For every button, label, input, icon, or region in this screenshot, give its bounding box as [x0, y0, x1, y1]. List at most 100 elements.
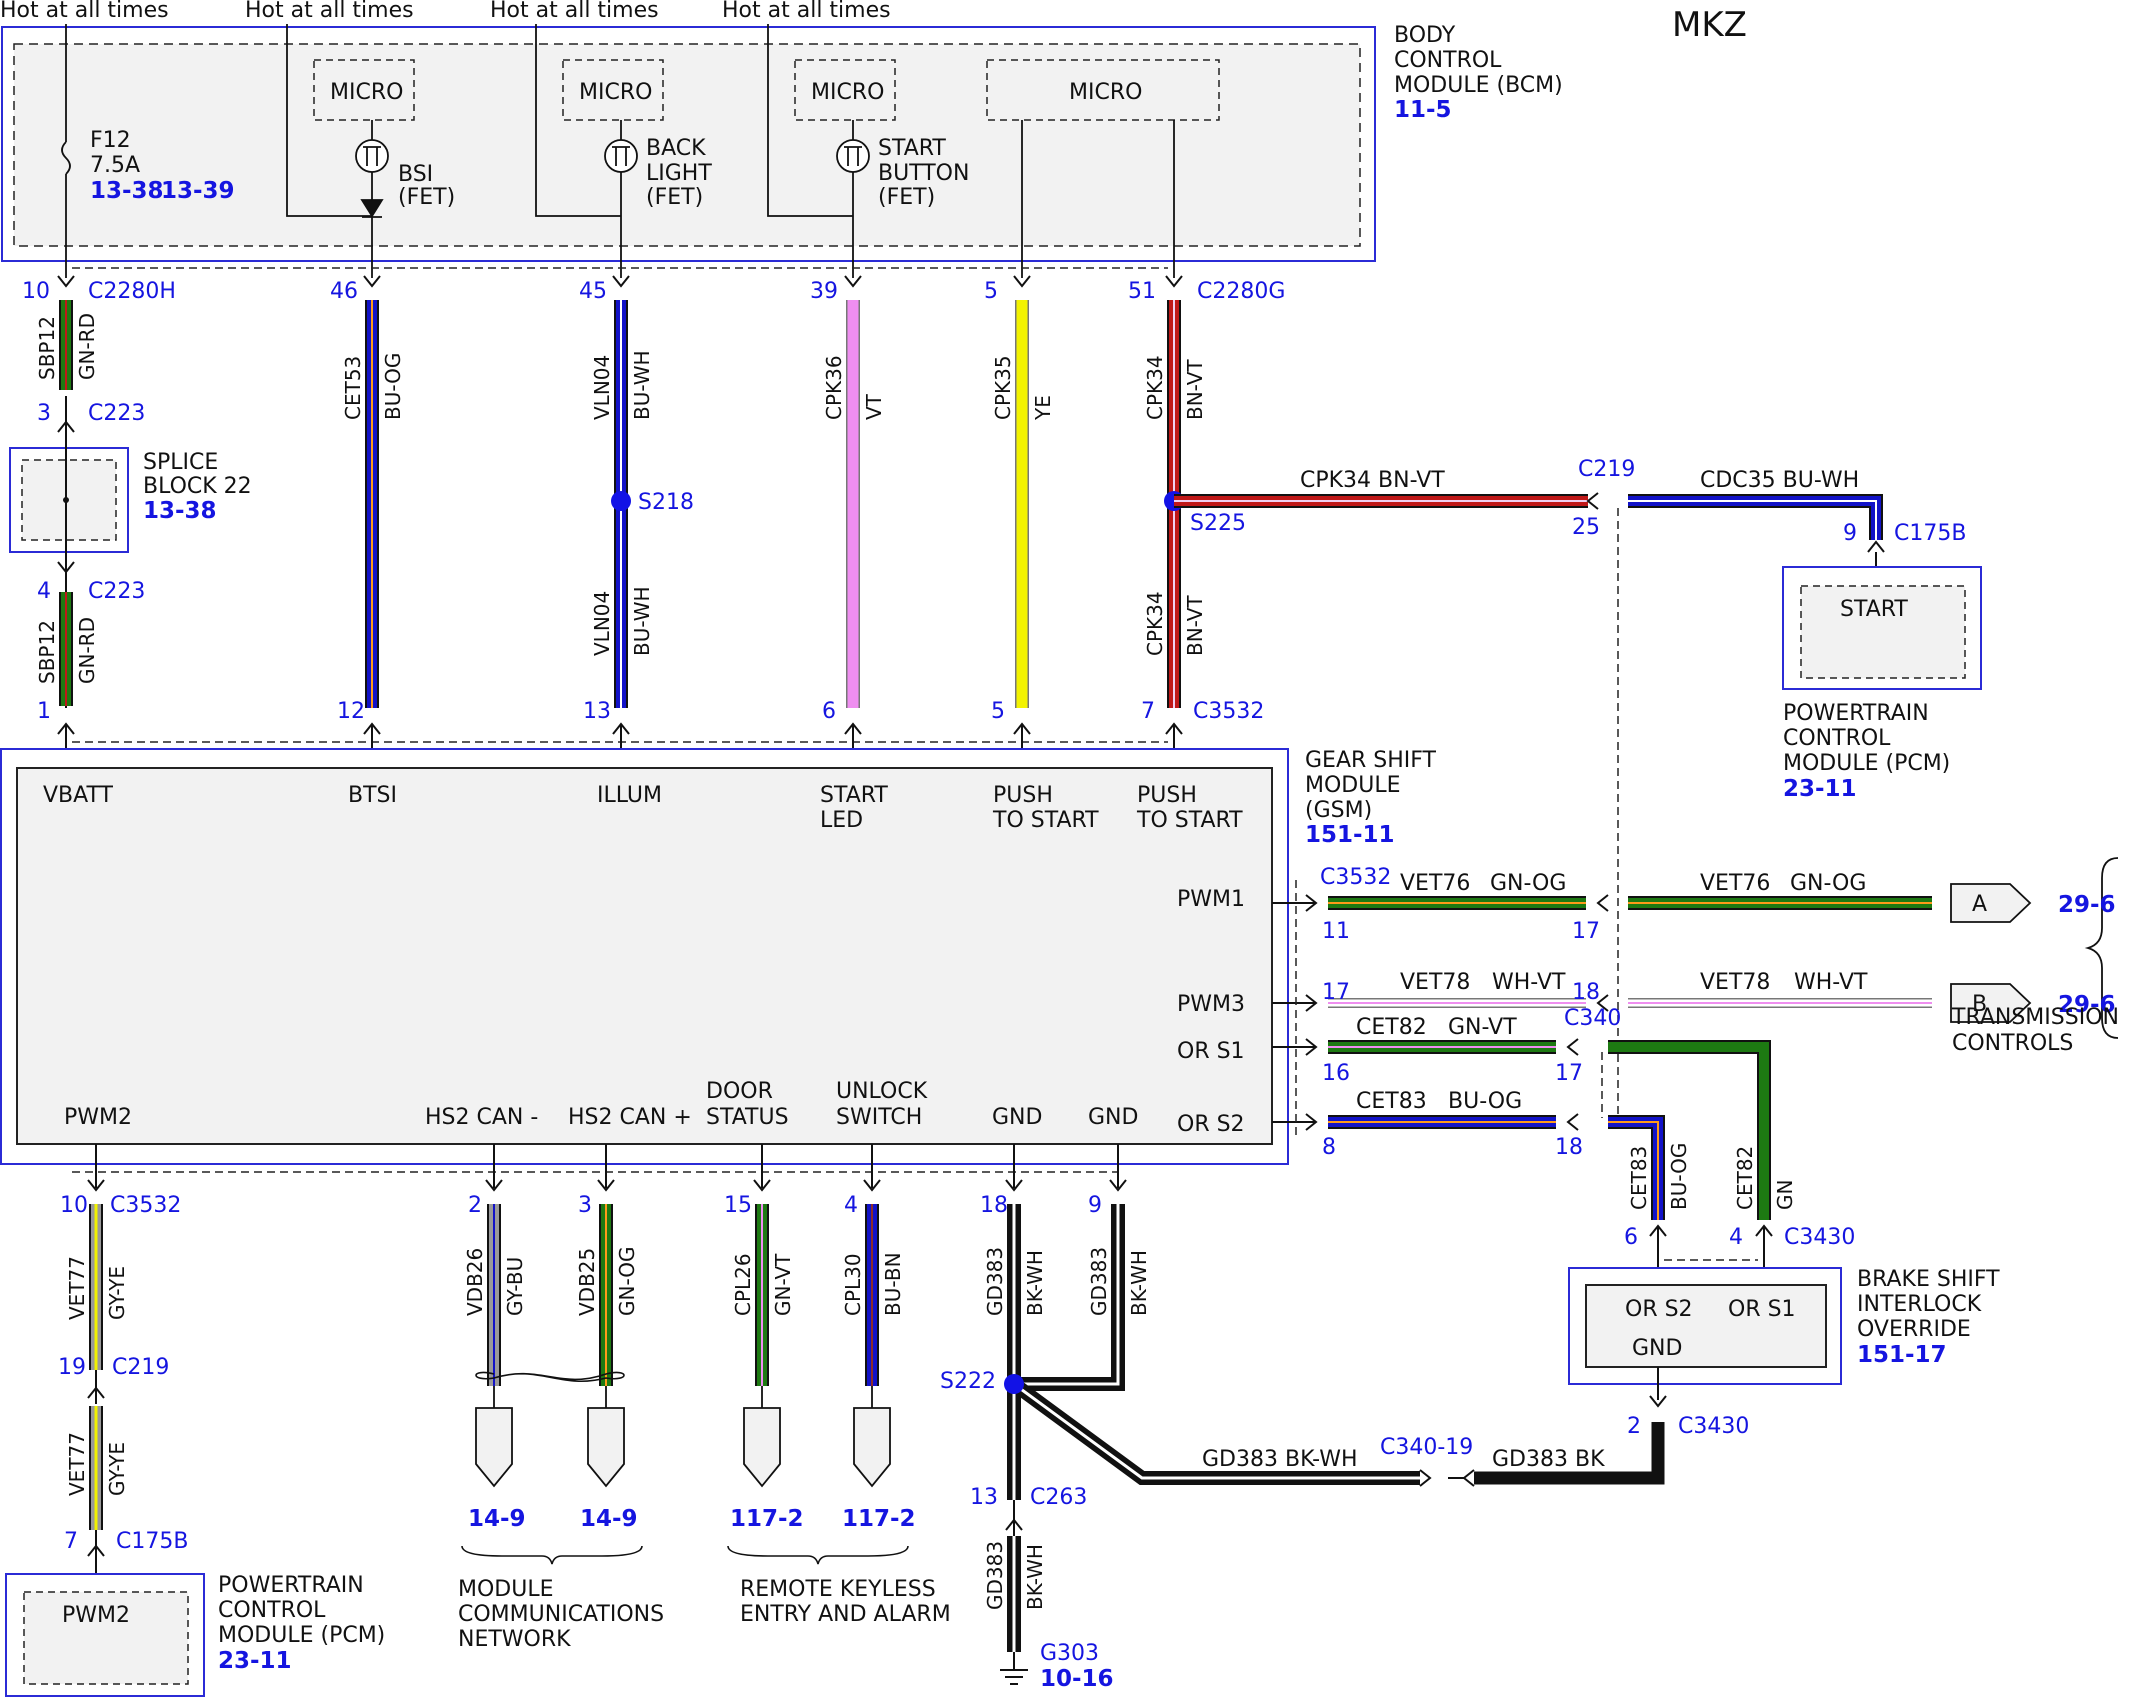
wire-label: VDB26 — [463, 1248, 487, 1316]
wire-label: GD383 — [1087, 1247, 1111, 1316]
wire-label: BU-OG — [381, 353, 405, 420]
bcm-pin-4: 39 — [810, 279, 838, 304]
c223-top: C223 — [88, 401, 145, 426]
wire-label: CET53 — [341, 356, 365, 420]
bcm-pin-1: 10 — [22, 279, 50, 304]
wire-label: GD383 — [983, 1541, 1007, 1610]
wire-label: CET83 — [1627, 1146, 1651, 1210]
ground-symbol — [1000, 1652, 1028, 1685]
wire-label: BU-WH — [630, 350, 654, 420]
splice-s222-label: S222 — [940, 1369, 996, 1394]
bsio-gnd-pin: 2 — [1627, 1414, 1641, 1439]
r-wire-2-color: WH-VT — [1492, 970, 1566, 995]
wire-label: GN — [1773, 1180, 1797, 1210]
pcm-top-name-1: POWERTRAIN — [1783, 701, 1929, 726]
bottom-chevrons — [87, 1144, 1127, 1192]
bottom-pin-9: 9 — [1088, 1193, 1102, 1218]
transmission-connectors — [1950, 857, 2119, 1039]
wire-label: VDB25 — [575, 1248, 599, 1316]
splice-s222 — [1004, 1374, 1024, 1394]
ref-117-2-b: 117-2 — [842, 1506, 916, 1532]
c219-label: C219 — [112, 1355, 169, 1380]
c219-pin: 25 — [1572, 515, 1600, 540]
ground-ref: 10-16 — [1040, 1666, 1114, 1692]
r-pin-18b: 18 — [1555, 1135, 1583, 1160]
bottom-conn: C3532 — [110, 1193, 181, 1218]
c223-pin-bottom: 4 — [37, 579, 51, 604]
wire-label: VT — [862, 393, 886, 420]
pcm-start-pin: 9 — [1843, 521, 1857, 546]
wire-label: BN-VT — [1183, 595, 1207, 656]
wire-label: GN-VT — [771, 1253, 795, 1316]
c223-bottom: C223 — [88, 579, 145, 604]
trans-ref-b: 29-6 — [2058, 992, 2116, 1018]
bcm-ref: 11-5 — [1394, 97, 1452, 123]
bsio-name-3: OVERRIDE — [1857, 1317, 1971, 1342]
network-connectors — [475, 1386, 891, 1488]
start-wire-2: CDC35 BU-WH — [1700, 468, 1859, 493]
gsm-top-pin-6: 7 — [1141, 699, 1155, 724]
diagram-title: MKZ — [1672, 5, 1747, 45]
wire-label: BK-WH — [1023, 1250, 1047, 1316]
gsm-ors1: OR S1 — [1177, 1039, 1245, 1064]
splice-block-ref: 13-38 — [143, 498, 217, 524]
bottom-pin-15: 15 — [724, 1193, 752, 1218]
bcm-conn-right: C2280G — [1197, 279, 1285, 304]
r-wire-4: CET83 — [1356, 1089, 1427, 1114]
r-wire-3: CET82 — [1356, 1015, 1427, 1040]
pcm-top-module — [1782, 566, 1982, 690]
trans-ref-a: 29-6 — [2058, 892, 2116, 918]
ref-117-2-a: 117-2 — [730, 1506, 804, 1532]
fuse-ref-1: 13-38 — [90, 178, 164, 204]
wire-label: GD383 — [983, 1247, 1007, 1316]
pcm-bottom-pin: 7 — [64, 1529, 78, 1554]
hot-feeds — [61, 24, 853, 278]
micro-links — [371, 120, 1175, 278]
bcm-pin-3: 45 — [579, 279, 607, 304]
wire-label: SBP12 — [35, 316, 59, 380]
gsm-door-1: DOOR — [706, 1079, 773, 1104]
wire-label: GN-OG — [615, 1247, 639, 1316]
wire-label: CPK34 — [1143, 591, 1167, 656]
r-wire-2b: VET78 — [1700, 970, 1770, 995]
bcm-pin-5: 5 — [984, 279, 998, 304]
splice-block-name-1: SPLICE — [143, 450, 218, 475]
ref-14-9-a: 14-9 — [468, 1506, 526, 1532]
wire-label: BN-VT — [1183, 359, 1207, 420]
pcm-start-box: START — [1840, 597, 1908, 622]
bsio-gnd-conn: C3430 — [1678, 1414, 1749, 1439]
fet-back-1: BACK — [646, 136, 706, 161]
r-pin-17a: 17 — [1572, 919, 1600, 944]
wire-label: CPK36 — [822, 355, 846, 420]
group-rke-2: ENTRY AND ALARM — [740, 1602, 951, 1627]
wire-label: BU-OG — [1667, 1143, 1691, 1210]
gsm-hs2-can-plus: HS2 CAN + — [568, 1105, 692, 1130]
splice-s225-label: S225 — [1190, 511, 1246, 536]
gsm-unlock-1: UNLOCK — [836, 1079, 928, 1104]
r-pin-17c: 17 — [1555, 1061, 1583, 1086]
bsio-gnd-wire: GD383 BK — [1492, 1447, 1605, 1472]
bsio-pin-6: 6 — [1624, 1225, 1638, 1250]
splice-s218-label: S218 — [638, 490, 694, 515]
bottom-pin-18: 18 — [980, 1193, 1008, 1218]
hot-label-3: Hot at all times — [490, 0, 659, 23]
r-pin-18a: 18 — [1572, 980, 1600, 1005]
bsio-name-2: INTERLOCK — [1857, 1292, 1982, 1317]
bcm-pin-6: 51 — [1128, 279, 1156, 304]
micro-label-1: MICRO — [330, 80, 403, 105]
wire-label: CPL26 — [731, 1253, 755, 1316]
ref-14-9-b: 14-9 — [580, 1506, 638, 1532]
gsm-name-2: MODULE — [1305, 773, 1401, 798]
gsm-ors2: OR S2 — [1177, 1112, 1245, 1137]
bcm-conn-left: C2280H — [88, 279, 176, 304]
wire-label: BU-BN — [881, 1252, 905, 1316]
gsm-module — [0, 748, 1289, 1165]
r-pin-11: 11 — [1322, 919, 1350, 944]
gsm-name-1: GEAR SHIFT — [1305, 748, 1437, 773]
pcm-start-conn: C175B — [1894, 521, 1966, 546]
gsm-top-chevrons — [57, 722, 1183, 768]
wire-label: YE — [1031, 395, 1055, 421]
pcm-bottom-ref: 23-11 — [218, 1648, 292, 1674]
gsm-btsi: BTSI — [348, 783, 397, 808]
gsm-start-led-1: START — [820, 783, 888, 808]
